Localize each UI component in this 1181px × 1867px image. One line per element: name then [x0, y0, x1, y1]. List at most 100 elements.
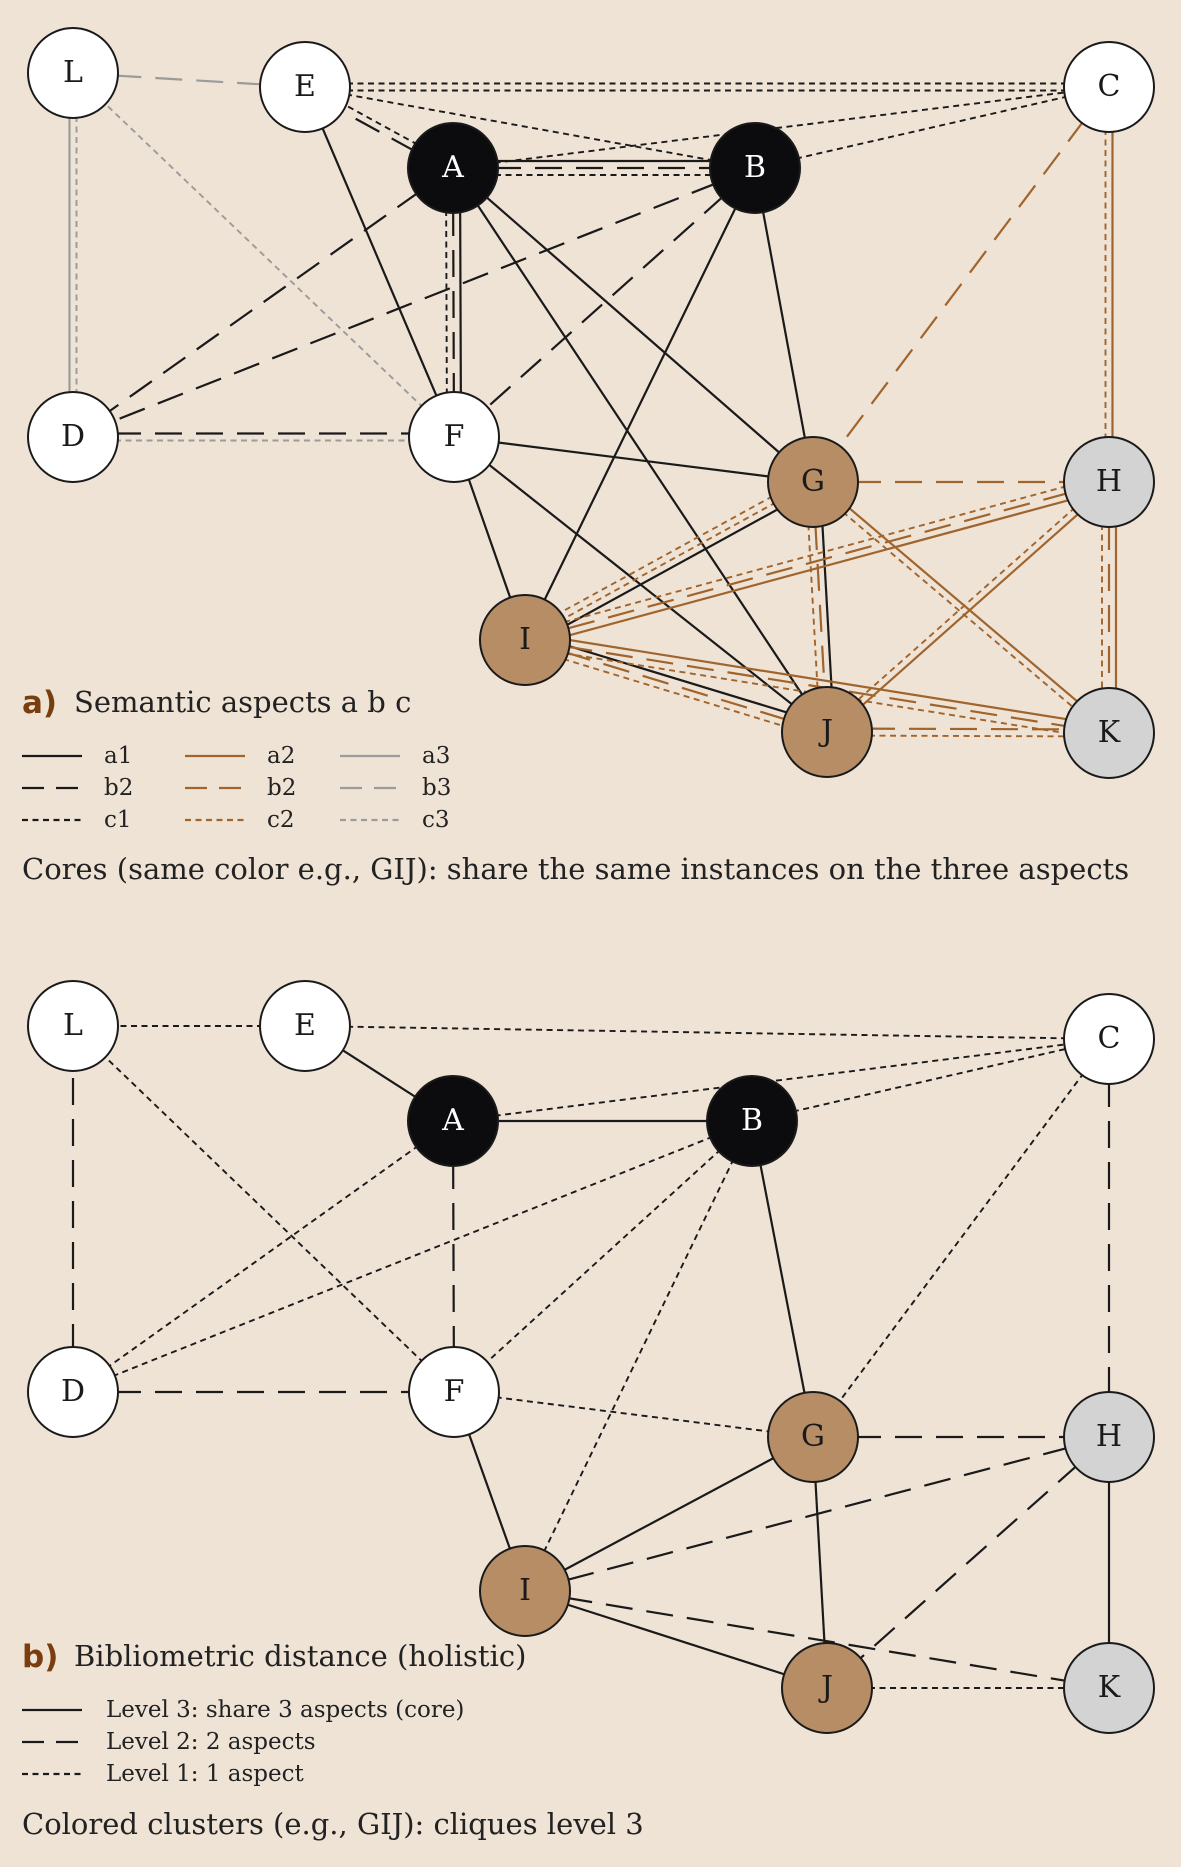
a-node-A-label: A: [441, 150, 464, 185]
a-edge-J-K-dotted: [826, 734, 1110, 738]
b-node-D-label: D: [61, 1374, 85, 1409]
b-node-A-circle: [407, 1075, 499, 1167]
legend-a-7-label: b3: [422, 775, 451, 801]
b-node-K: K: [1063, 1642, 1155, 1734]
b-node-I-label: I: [519, 1573, 531, 1608]
b-node-L-label: L: [63, 1008, 83, 1043]
a-edge-A-G-solid: [452, 167, 814, 483]
b-edge-A-C-dotted: [452, 1038, 1110, 1122]
b-edge-D-B-dotted: [72, 1120, 753, 1393]
a-node-A-circle: [407, 122, 499, 214]
a-edge-E-B-dotted: [304, 86, 756, 169]
a-edge-D-B-dashed: [72, 166, 756, 439]
a-node-A: A: [407, 122, 499, 214]
a-node-F: F: [408, 391, 500, 483]
a-edge-C-G-dashed: [812, 86, 1110, 483]
a-edge-H-I-dotted: [522, 474, 1108, 635]
b-node-J: J: [781, 1642, 873, 1734]
b-edge-D-A-dotted: [72, 1120, 454, 1393]
a-edge-G-I-dotted: [521, 475, 811, 635]
b-edge-B-F-dotted: [453, 1120, 753, 1393]
b-node-I: I: [479, 1545, 571, 1637]
legend-a-3-label: a2: [267, 743, 295, 769]
b-node-C-circle: [1063, 993, 1155, 1085]
legend-a-1-label: b2: [104, 775, 133, 801]
a-edge-B-G-solid: [753, 167, 815, 483]
a-node-F-label: F: [444, 419, 465, 454]
a-node-C-circle: [1063, 41, 1155, 133]
a-node-G: G: [767, 436, 859, 528]
a-edge-B-F-dashed: [453, 167, 756, 438]
a-edge-G-K-dotted: [810, 483, 1108, 737]
a-node-F-circle: [408, 391, 500, 483]
a-edge-B-I-solid: [524, 167, 756, 641]
a-node-C: C: [1063, 41, 1155, 133]
b-node-J-label: J: [818, 1670, 833, 1705]
b-node-B-circle: [706, 1075, 798, 1167]
b-edge-C-G-dotted: [812, 1038, 1110, 1438]
b-node-C-label: C: [1098, 1021, 1121, 1056]
b-edge-F-G-dotted: [453, 1391, 814, 1438]
legend-a-8-label: c3: [422, 807, 450, 833]
a-edge-G-I-dotted: [524, 481, 814, 641]
a-node-G-label: G: [801, 464, 825, 499]
a-edge-I-J-dotted: [522, 645, 826, 740]
b-edge-H-J-dashed: [826, 1436, 1110, 1689]
panel-b-title: Bibliometric distance (holistic): [74, 1639, 526, 1673]
panel-b-legend: Level 3: share 3 aspects (core)Level 2: …: [22, 1697, 464, 1787]
b-node-A: A: [407, 1075, 499, 1167]
a-edge-J-K-dashed: [826, 727, 1110, 731]
a-node-C-label: C: [1098, 69, 1121, 104]
b-node-F-circle: [408, 1346, 500, 1438]
b-node-B: B: [706, 1075, 798, 1167]
legend-b-1-label: Level 2: 2 aspects: [106, 1729, 316, 1755]
a-node-H: H: [1063, 436, 1155, 528]
a-edge-E-F-solid: [303, 86, 456, 438]
a-edge-G-K-solid: [814, 478, 1113, 732]
panel-b: L E C A B D F G H I J K b) Bibliometric distance (h…: [22, 980, 1155, 1841]
b-edge-I-K-dashed: [524, 1589, 1110, 1690]
legend-a-0-label: a1: [104, 743, 132, 769]
b-node-H-label: H: [1096, 1419, 1122, 1454]
b-node-G-circle: [767, 1391, 859, 1483]
a-node-L-label: L: [63, 55, 83, 90]
a-node-E-label: E: [294, 69, 316, 104]
a-edge-G-I-solid: [527, 487, 817, 648]
a-edge-A-J-solid: [452, 167, 828, 733]
b-node-F: F: [408, 1346, 500, 1438]
a-edge-F-G-solid: [453, 435, 814, 484]
b-node-K-circle: [1063, 1642, 1155, 1734]
b-node-H: H: [1063, 1391, 1155, 1483]
b-node-F-label: F: [444, 1374, 465, 1409]
b-node-E: E: [259, 980, 351, 1072]
a-node-B-label: B: [744, 150, 766, 185]
b-node-I-circle: [479, 1545, 571, 1637]
panel-a-tag: a): [22, 685, 57, 721]
a-edge-I-J-dashed: [524, 638, 828, 734]
a-node-J: J: [781, 686, 873, 778]
a-node-J-circle: [781, 686, 873, 778]
a-edge-I-K-solid: [525, 632, 1111, 728]
panel-b-nodes: L E C A B D F G H I J K: [27, 980, 1155, 1734]
a-node-D: D: [27, 391, 119, 483]
a-edge-D-A-dashed: [72, 167, 454, 438]
b-edge-E-C-dotted: [304, 1025, 1110, 1040]
panel-b-tag: b): [22, 1639, 58, 1675]
b-node-H-circle: [1063, 1391, 1155, 1483]
a-node-E: E: [259, 41, 351, 133]
a-edge-A-C-dotted: [452, 86, 1110, 169]
b-edge-I-J-solid: [524, 1589, 828, 1690]
panel-a-caption: Cores (same color e.g., GIJ): share the …: [22, 852, 1129, 886]
b-edge-B-I-dotted: [524, 1120, 753, 1592]
a-node-K-circle: [1063, 687, 1155, 779]
b-edge-B-G-solid: [750, 1120, 815, 1438]
a-node-K-label: K: [1098, 715, 1121, 750]
b-node-G: G: [767, 1391, 859, 1483]
panel-b-edges: [71, 1025, 1111, 1690]
a-edge-L-F-dotted: [72, 72, 455, 438]
b-node-E-circle: [259, 980, 351, 1072]
